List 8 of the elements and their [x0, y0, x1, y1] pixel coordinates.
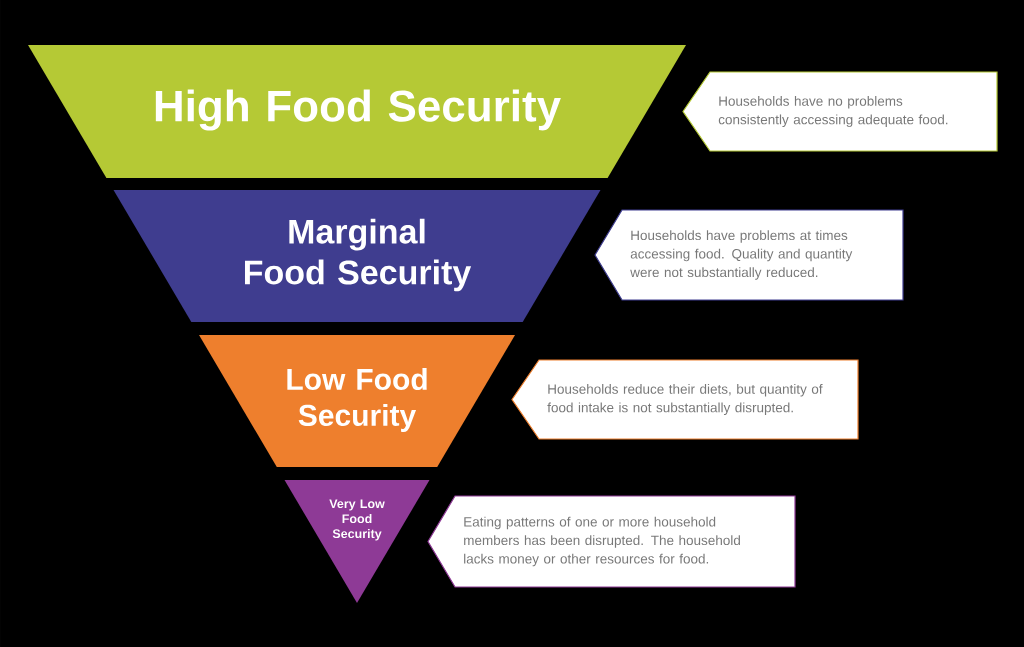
callout-box: Households reduce their diets, but quantity of food intake is not substantially disrupted.	[511, 359, 859, 440]
food-security-band: Low Food Security	[199, 335, 515, 467]
callout-box: Households have problems at times accessing food. Quality and quantity were not substantially reduced.	[594, 209, 904, 301]
food-security-band: Marginal Food Security	[113, 190, 601, 322]
food-security-band: Very Low Food Security	[284, 480, 430, 603]
food-security-band: High Food Security	[28, 45, 686, 178]
callout-box: Households have no problems consistently accessing adequate food.	[682, 71, 998, 152]
callout-box: Eating patterns of one or more household members has been disrupted. The household lacks money or other resources for food.	[427, 495, 796, 588]
